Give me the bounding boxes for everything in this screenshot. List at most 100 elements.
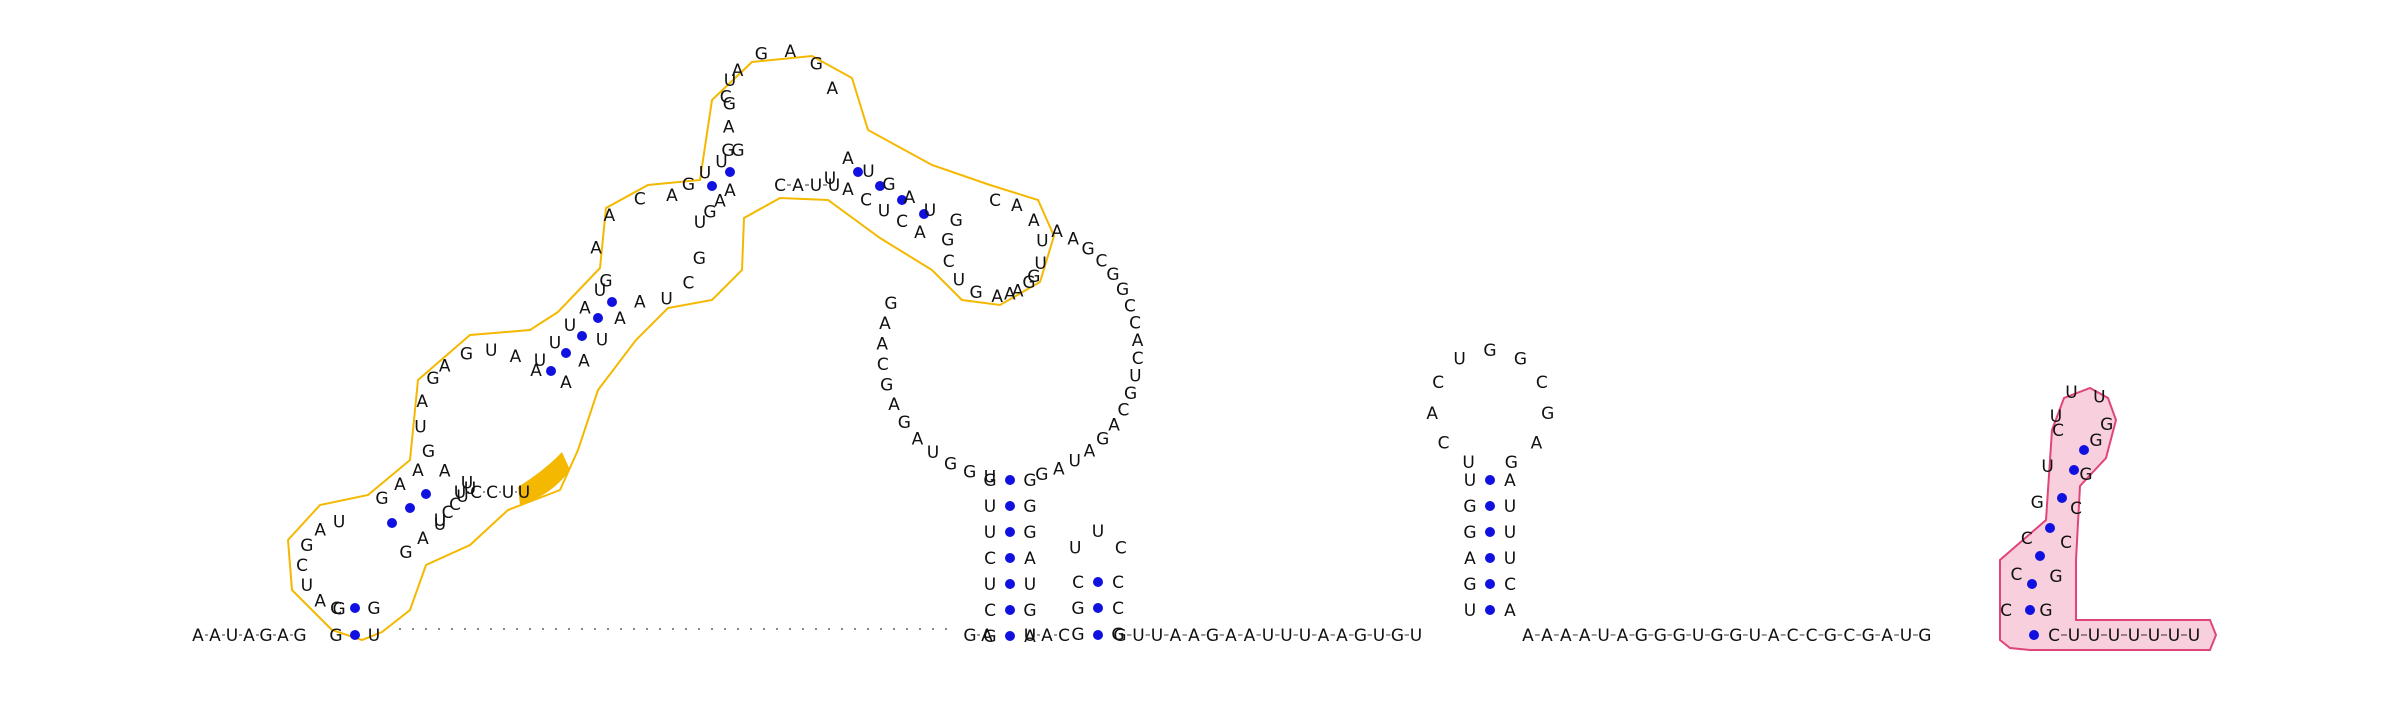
hairpin-4-nucleotide: U xyxy=(2065,383,2077,403)
right-run-nucleotide: G xyxy=(1729,626,1742,646)
base-pair-dot xyxy=(897,195,907,205)
right-run-nucleotide: G xyxy=(1824,626,1837,646)
domain-1-nucleotide: G xyxy=(970,283,983,303)
domain-1-nucleotide: A xyxy=(784,42,796,62)
base-pair-dot xyxy=(405,503,415,513)
hairpin-3-nucleotide: U xyxy=(1453,350,1465,370)
linker-backbone-dot xyxy=(633,628,635,630)
hairpin-3-nucleotide: U xyxy=(1464,471,1476,491)
hairpin-3-nucleotide: G xyxy=(1463,497,1476,517)
linker-backbone-dot xyxy=(490,628,492,630)
domain-1-nucleotide: G xyxy=(941,230,954,250)
base-pair-dot xyxy=(2025,605,2035,615)
multiloop-nucleotide: U xyxy=(984,497,996,517)
multiloop-nucleotide: A xyxy=(1024,549,1036,569)
base-pair-dot xyxy=(1093,603,1103,613)
right-run-nucleotide: G xyxy=(1654,626,1667,646)
base-pair-dot xyxy=(853,167,863,177)
domain-1-nucleotide: U xyxy=(414,418,426,438)
domain-1-nucleotide: G xyxy=(367,599,380,619)
hairpin-3-nucleotide: U xyxy=(1464,601,1476,621)
domain-1-nucleotide: C xyxy=(634,190,646,210)
domain-1-nucleotide: A xyxy=(842,180,854,200)
hairpin-3-nucleotide: G xyxy=(1483,341,1496,361)
domain-1-nucleotide: G xyxy=(426,369,439,389)
domain-1-nucleotide: G xyxy=(810,55,823,75)
five-prime-tail-nucleotide: U xyxy=(226,626,238,646)
three-prime-tail-nucleotide: U xyxy=(2188,626,2200,646)
hairpin-3-nucleotide: C xyxy=(1536,373,1548,393)
base-pair-dot xyxy=(1005,605,1015,615)
five-prime-tail-nucleotide: G xyxy=(293,626,306,646)
domain-1-nucleotide: U xyxy=(715,152,727,172)
domain-1-nucleotide: U xyxy=(724,71,736,91)
multiloop-nucleotide: C xyxy=(1058,626,1070,646)
five-prime-tail-nucleotide: A xyxy=(209,626,221,646)
domain-1-nucleotide: U xyxy=(456,487,468,507)
linker-backbone-dot xyxy=(581,628,583,630)
hairpin-3-nucleotide: G xyxy=(1505,453,1518,473)
right-run-nucleotide: U xyxy=(1749,626,1761,646)
domain-1-nucleotide: A xyxy=(604,206,616,226)
base-pair-dot xyxy=(1093,630,1103,640)
base-pair-dot xyxy=(1093,577,1103,587)
hairpin-3-nucleotide: C xyxy=(1438,434,1450,454)
domain-1-nucleotide: A xyxy=(439,461,451,481)
middle-run-nucleotide: U xyxy=(1132,626,1144,646)
multiloop-nucleotide: U xyxy=(984,467,996,487)
domain-1-nucleotide: A xyxy=(578,352,590,372)
highlight-cu-segment xyxy=(518,452,570,505)
domain-1-nucleotide: G xyxy=(329,626,342,646)
domain-1-nucleotide: A xyxy=(530,361,542,381)
linker-backbone-dot xyxy=(906,628,908,630)
multiloop-nucleotide: U xyxy=(927,443,939,463)
domain-1-nucleotide: A xyxy=(1004,285,1016,305)
hairpin-2-nucleotide: G xyxy=(1071,625,1084,645)
multiloop-nucleotide: A xyxy=(1041,626,1053,646)
linker-backbone-dot xyxy=(425,628,427,630)
base-pair-dots xyxy=(350,167,2089,641)
multiloop-nucleotide: G xyxy=(963,463,976,483)
multiloop-nucleotide: G xyxy=(1124,384,1137,404)
five-prime-tail-nucleotide: A xyxy=(243,626,255,646)
hairpin-4-nucleotide: G xyxy=(2089,431,2102,451)
hairpin-3-nucleotide: G xyxy=(1541,404,1554,424)
highlight-domain-1-outline xyxy=(286,54,1056,642)
multiloop-nucleotide: A xyxy=(912,429,924,449)
hairpin-3-nucleotide: G xyxy=(1463,523,1476,543)
linker-backbone-dot xyxy=(737,628,739,630)
domain-1-nucleotide: A xyxy=(590,238,602,258)
multiloop-nucleotide: A xyxy=(1084,441,1096,461)
domain-1-nucleotide: G xyxy=(422,442,435,462)
domain-1-nucleotide: A xyxy=(394,475,406,495)
linker-backbone-dot xyxy=(815,628,817,630)
domain-1-nucleotide: U xyxy=(862,162,874,182)
domain-1-nucleotide: G xyxy=(333,599,346,619)
multiloop-nucleotide: G xyxy=(1035,465,1048,485)
domain-1-nucleotide: A xyxy=(732,61,744,81)
base-pair-dot xyxy=(2057,493,2067,503)
base-pair-dot xyxy=(1485,605,1495,615)
middle-run-nucleotide: U xyxy=(1299,626,1311,646)
multiloop-nucleotide: U xyxy=(1024,626,1036,646)
base-pair-dot xyxy=(725,167,735,177)
base-pair-dot xyxy=(1485,553,1495,563)
right-run-nucleotide: A xyxy=(1560,626,1572,646)
domain-1-nucleotide: G xyxy=(460,344,473,364)
highlight-terminal-hairpin xyxy=(1999,386,2218,651)
multiloop-nucleotide: G xyxy=(983,471,996,491)
hairpin-3-nucleotide: U xyxy=(1504,523,1516,543)
domain-1-nucleotide: U xyxy=(534,351,546,371)
middle-run-nucleotide: A xyxy=(1188,626,1200,646)
middle-run-nucleotide: A xyxy=(1225,626,1237,646)
multiloop-nucleotide: C xyxy=(1124,296,1136,316)
hairpin-3-nucleotide: G xyxy=(1463,575,1476,595)
middle-run-nucleotide: A xyxy=(1170,626,1182,646)
base-pair-dot xyxy=(387,518,397,528)
base-pair-dot xyxy=(1485,475,1495,485)
right-run-nucleotide: U xyxy=(1597,626,1609,646)
base-pair-dot xyxy=(607,297,617,307)
linker-backbone-dot xyxy=(451,628,453,630)
domain-1-nucleotide: A xyxy=(314,592,326,612)
